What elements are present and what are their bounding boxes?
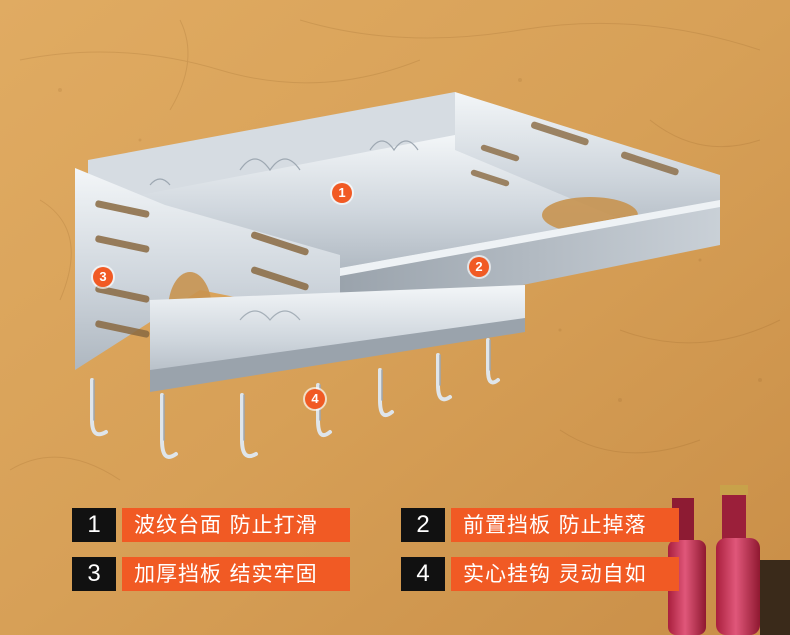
feature-text: 波纹台面 防止打滑 — [122, 508, 350, 542]
left-panel-slots — [95, 200, 309, 338]
feature-text: 前置挡板 防止掉落 — [451, 508, 679, 542]
wall-texture — [9, 19, 781, 481]
right-side-panel — [455, 92, 720, 245]
right-panel-slots — [470, 121, 679, 187]
feature-4: 4 实心挂钩 灵动自如 — [401, 557, 679, 591]
left-side-panel — [75, 168, 340, 370]
marker-4: 4 — [305, 389, 325, 409]
wall-speckles — [58, 78, 762, 522]
marker-1: 1 — [332, 183, 352, 203]
marker-3: 3 — [93, 267, 113, 287]
marker-2: 2 — [469, 257, 489, 277]
feature-number: 4 — [401, 557, 445, 591]
feature-number: 2 — [401, 508, 445, 542]
feature-3: 3 加厚挡板 结实牢固 — [72, 557, 350, 591]
feature-text: 实心挂钩 灵动自如 — [451, 557, 679, 591]
feature-number: 1 — [72, 508, 116, 542]
feature-text: 加厚挡板 结实牢固 — [122, 557, 350, 591]
upper-back-panel — [88, 92, 455, 210]
back-panel-pattern — [149, 140, 419, 186]
feature-number: 3 — [72, 557, 116, 591]
feature-1: 1 波纹台面 防止打滑 — [72, 508, 350, 542]
feature-2: 2 前置挡板 防止掉落 — [401, 508, 679, 542]
hooks — [90, 338, 500, 459]
